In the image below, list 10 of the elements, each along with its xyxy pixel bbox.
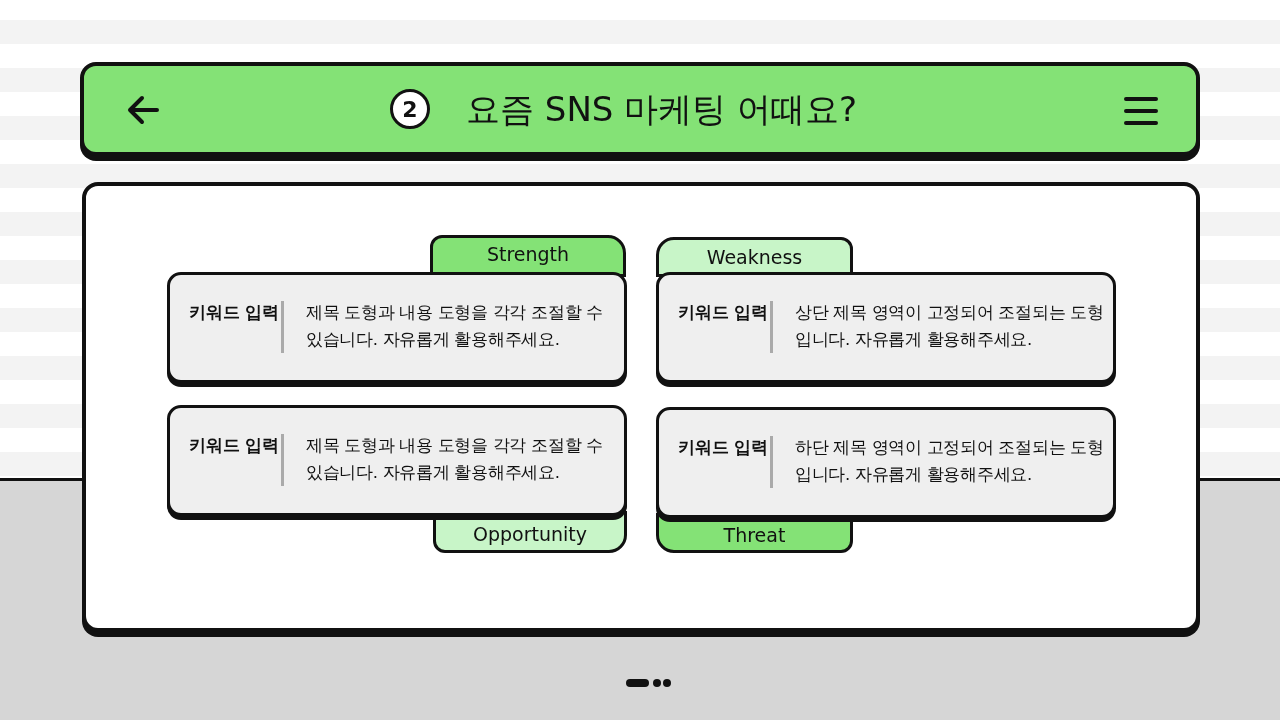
description-text: 하단 제목 영역이 고정되어 조절되는 도형입니다. 자유롭게 활용해주세요.	[795, 437, 1105, 486]
keyword-text: 키워드 입력	[187, 301, 281, 324]
keyword-text: 키워드 입력	[187, 434, 281, 457]
description-text: 제목 도형과 내용 도형을 각각 조절할 수 있습니다. 자유롭게 활용해주세요.	[306, 435, 604, 484]
description-text: 제목 도형과 내용 도형을 각각 조절할 수 있습니다. 자유롭게 활용해주세요.	[306, 302, 604, 351]
keyword-text: 키워드 입력	[676, 301, 770, 324]
title: 요즘 SNS 마케팅 어때요?	[466, 88, 859, 131]
tab-label: Strength	[430, 235, 626, 277]
keyword-text: 키워드 입력	[676, 436, 770, 459]
description-text: 상단 제목 영역이 고정되어 조절되는 도형입니다. 자유롭게 활용해주세요.	[795, 302, 1105, 351]
